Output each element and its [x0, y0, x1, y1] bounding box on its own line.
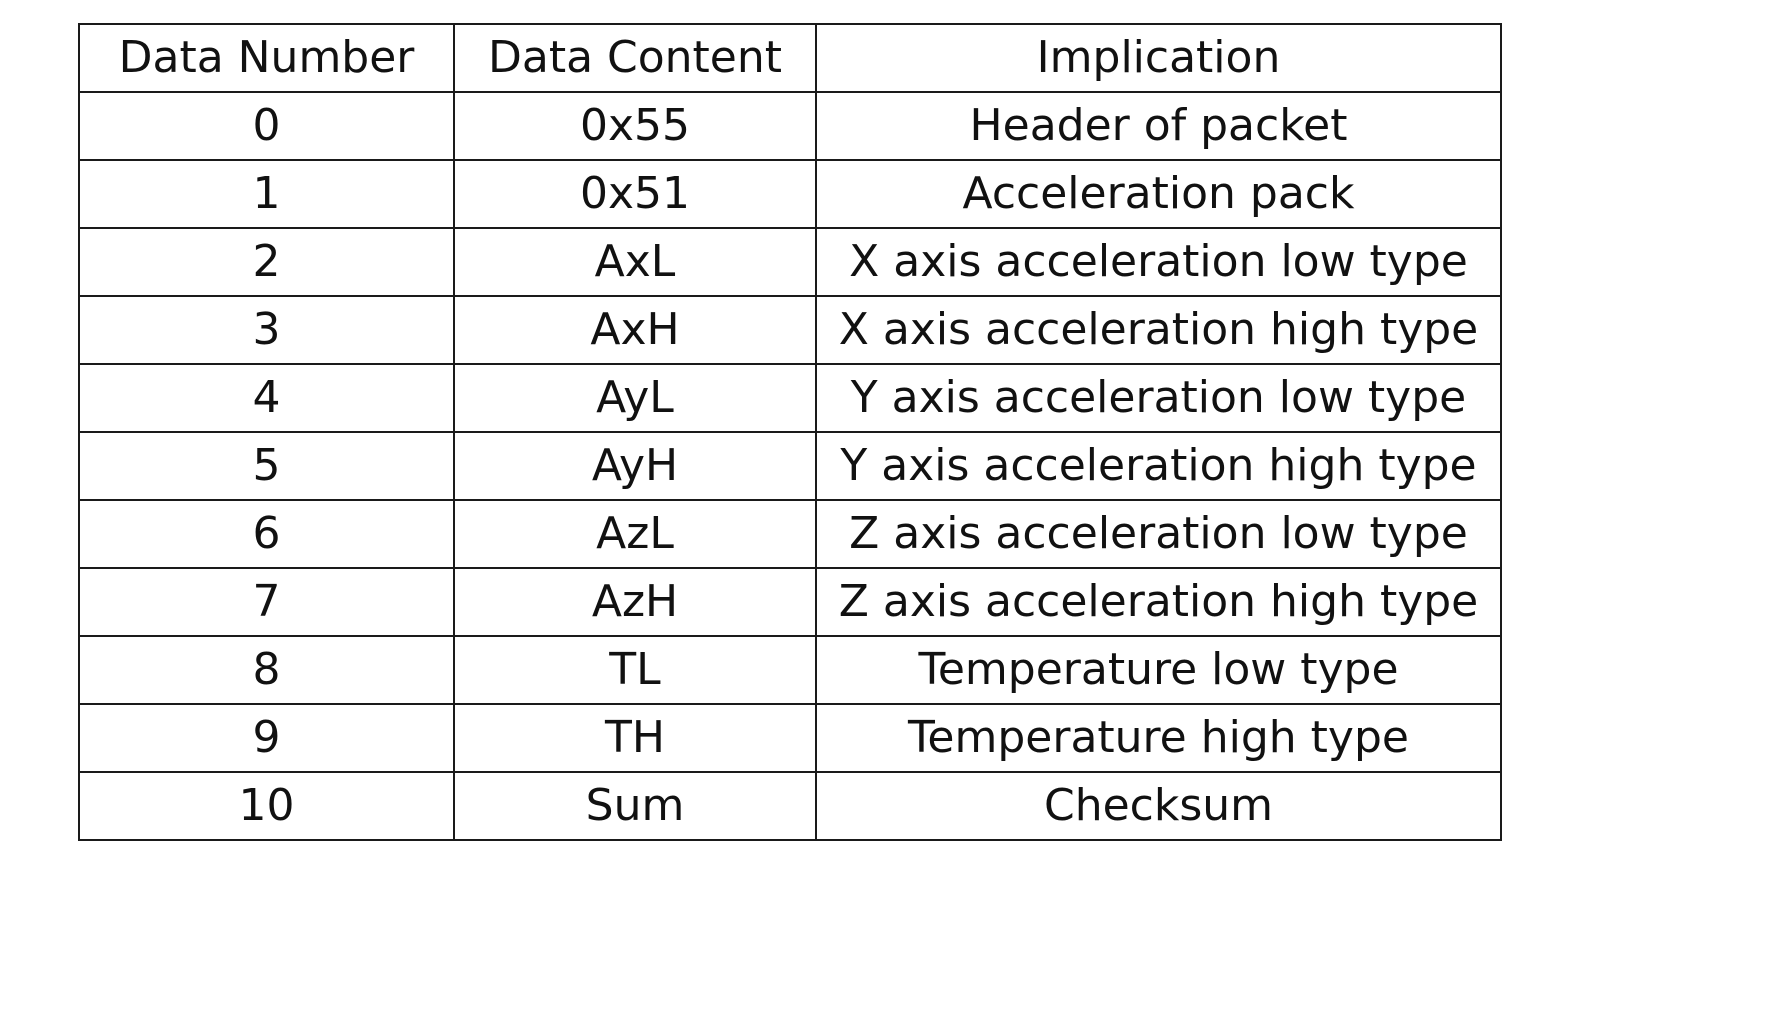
- cell-implication: Y axis acceleration low type: [815, 363, 1502, 433]
- cell-implication: Z axis acceleration high type: [815, 567, 1502, 637]
- cell-data-content: Sum: [453, 771, 817, 841]
- cell-data-content: TL: [453, 635, 817, 705]
- cell-data-number: 1: [78, 159, 455, 229]
- cell-data-number: 6: [78, 499, 455, 569]
- cell-data-number: 3: [78, 295, 455, 365]
- header-implication: Implication: [815, 23, 1502, 93]
- cell-data-content: AyH: [453, 431, 817, 501]
- cell-data-number: 2: [78, 227, 455, 297]
- cell-data-content: AxH: [453, 295, 817, 365]
- header-row: Data Number Data Content Implication: [78, 23, 1502, 93]
- header-data-content: Data Content: [453, 23, 817, 93]
- cell-data-number: 5: [78, 431, 455, 501]
- cell-data-number: 4: [78, 363, 455, 433]
- cell-data-number: 7: [78, 567, 455, 637]
- cell-data-number: 0: [78, 91, 455, 161]
- cell-implication: X axis acceleration high type: [815, 295, 1502, 365]
- cell-data-content: AzL: [453, 499, 817, 569]
- cell-implication: Temperature low type: [815, 635, 1502, 705]
- cell-data-content: AyL: [453, 363, 817, 433]
- cell-implication: Checksum: [815, 771, 1502, 841]
- cell-data-number: 8: [78, 635, 455, 705]
- cell-data-content: 0x51: [453, 159, 817, 229]
- cell-data-content: TH: [453, 703, 817, 773]
- cell-data-content: AzH: [453, 567, 817, 637]
- cell-data-content: AxL: [453, 227, 817, 297]
- cell-implication: Z axis acceleration low type: [815, 499, 1502, 569]
- cell-implication: X axis acceleration low type: [815, 227, 1502, 297]
- cell-implication: Temperature high type: [815, 703, 1502, 773]
- cell-data-number: 10: [78, 771, 455, 841]
- cell-implication: Header of packet: [815, 91, 1502, 161]
- header-data-number: Data Number: [78, 23, 455, 93]
- cell-data-content: 0x55: [453, 91, 817, 161]
- cell-implication: Y axis acceleration high type: [815, 431, 1502, 501]
- cell-implication: Acceleration pack: [815, 159, 1502, 229]
- cell-data-number: 9: [78, 703, 455, 773]
